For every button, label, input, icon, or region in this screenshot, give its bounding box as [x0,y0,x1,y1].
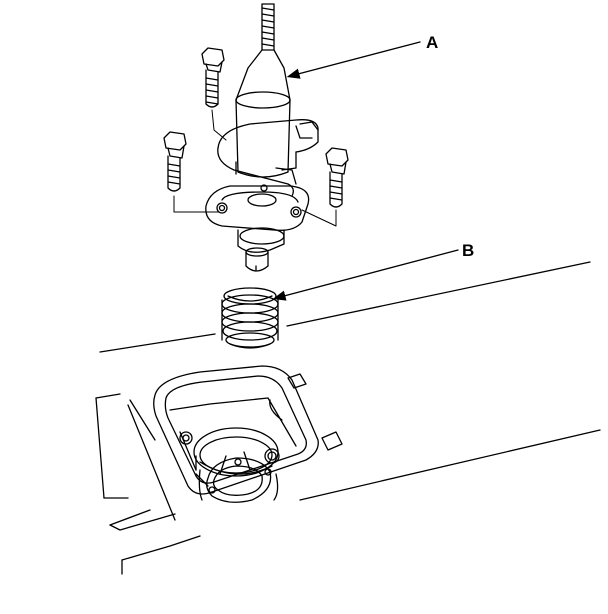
callout-a-leader [286,41,421,79]
callout-b-leader [272,249,459,301]
flange-bolt-left [163,131,187,192]
flange-bolt-top-left [201,47,225,108]
housing-panel [95,261,601,575]
callout-b-label: B [462,241,474,260]
spring-b [221,287,279,349]
callout-a-label: A [426,33,438,52]
housing-tab [287,373,343,451]
housing-opening [153,365,319,503]
flange-bolt-right [325,147,349,208]
alignment-lines [173,109,337,227]
shift-lever-a [205,3,319,272]
